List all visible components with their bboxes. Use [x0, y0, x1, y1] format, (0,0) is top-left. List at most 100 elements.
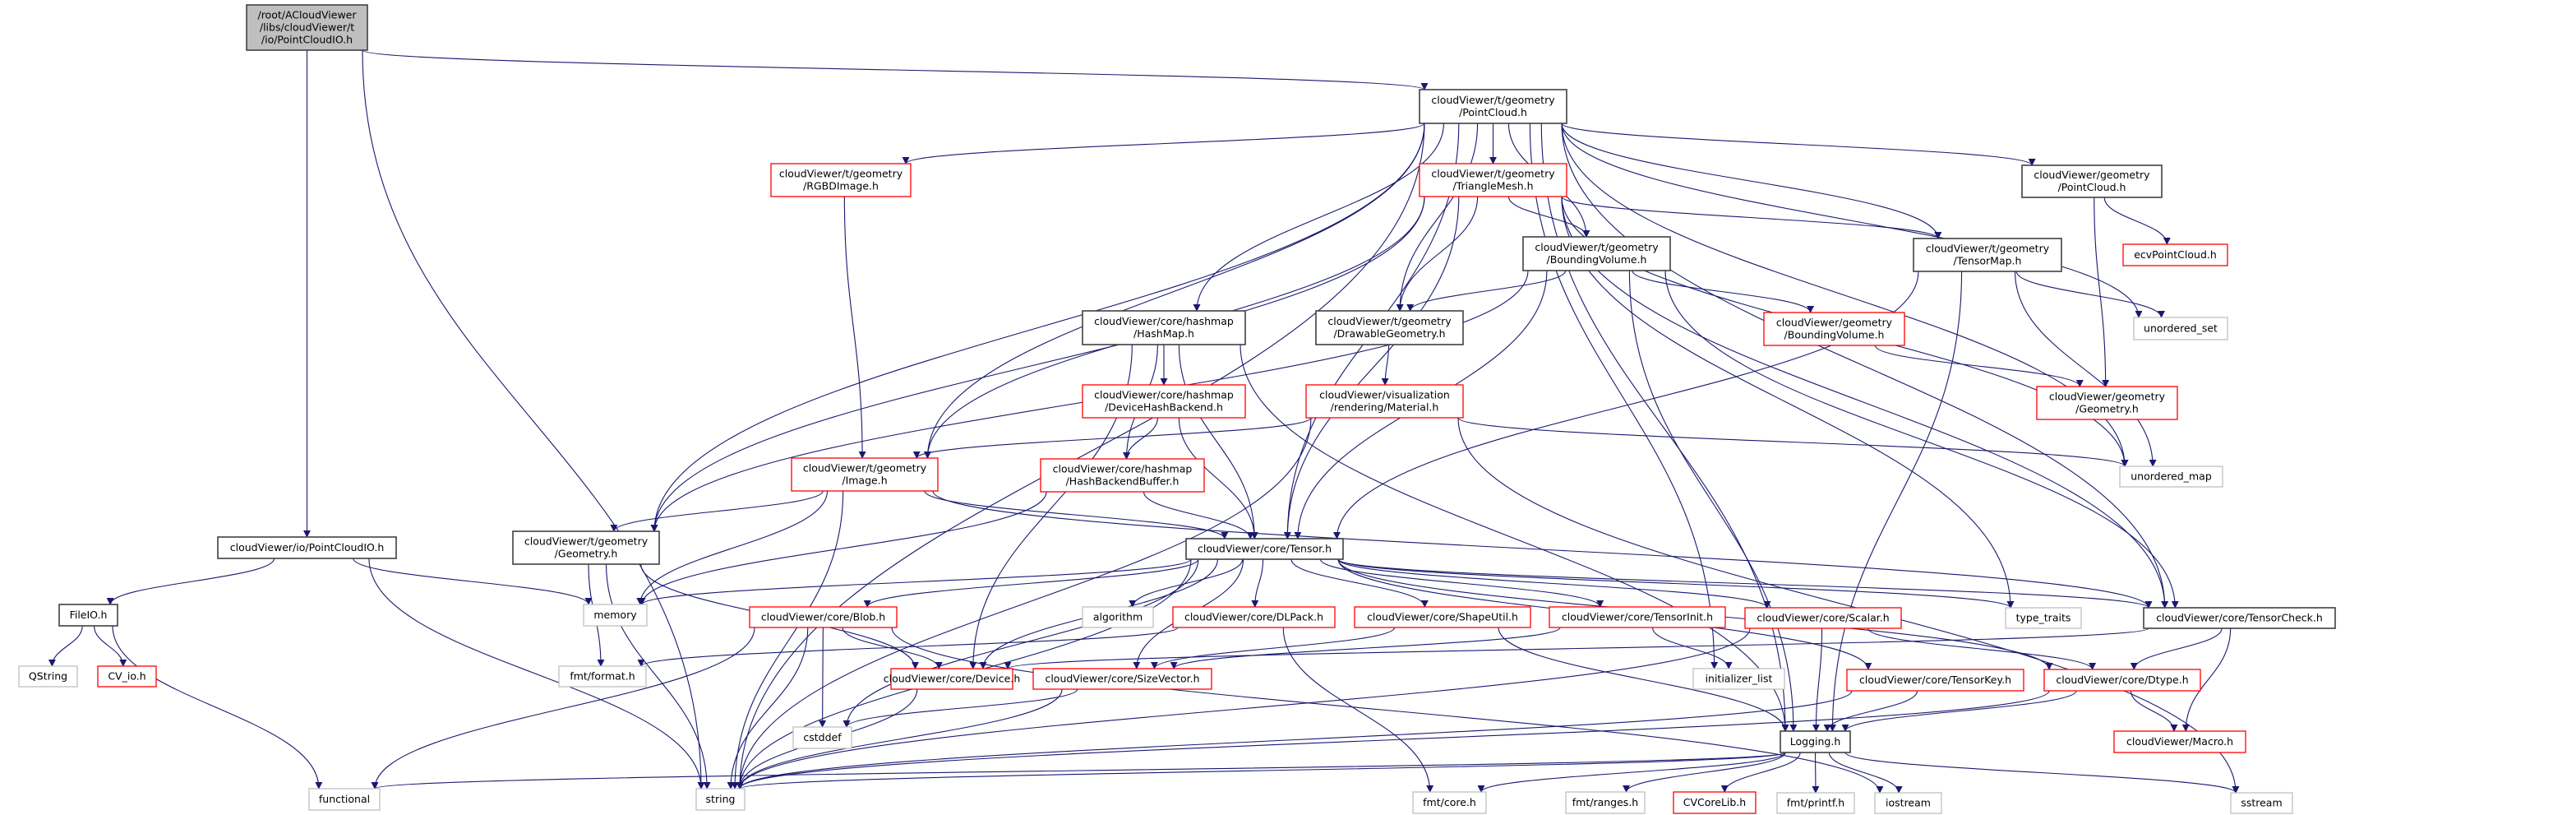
- edge-tPointCloud-to-tGeometry: [650, 123, 1425, 532]
- node-type_traits: type_traits: [2005, 607, 2082, 629]
- edge-Material-to-string: [736, 417, 1312, 790]
- node-TensorKey[interactable]: cloudViewer/core/TensorKey.h: [1846, 669, 2024, 692]
- node-box: [1565, 791, 1646, 814]
- node-CVCoreLib[interactable]: CVCoreLib.h: [1673, 791, 1757, 814]
- edge-HashMap-to-Logging: [1240, 344, 1789, 732]
- node-box: [1354, 606, 1531, 628]
- edge-tBoundingVolume-to-TensorCheck: [1664, 270, 2179, 609]
- node-box: [1522, 236, 1671, 271]
- node-label: /BoundingVolume.h: [1547, 253, 1647, 266]
- node-Logging[interactable]: Logging.h: [1780, 730, 1851, 753]
- edge-Blob-to-Device: [842, 627, 943, 669]
- edge-Tensor-to-TensorCheck: [1337, 558, 2153, 609]
- node-Scalar[interactable]: cloudViewer/core/Scalar.h: [1744, 607, 1902, 629]
- node-TensorInit[interactable]: cloudViewer/core/TensorInit.h: [1549, 606, 1726, 628]
- node-box: [583, 604, 648, 627]
- node-label: cloudViewer/core/Blob.h: [761, 611, 885, 623]
- node-label: cloudViewer/core/hashmap: [1094, 389, 1234, 401]
- node-memory: memory: [583, 604, 648, 627]
- node-fmt_printf: fmt/printf.h: [1776, 792, 1855, 814]
- edge-TriangleMesh-to-TensorMap: [1561, 196, 1942, 239]
- node-FileIO[interactable]: FileIO.h: [58, 604, 118, 627]
- node-HashBackendBuffer[interactable]: cloudViewer/core/hashmap/HashBackendBuff…: [1040, 458, 1205, 493]
- node-fmt_format: fmt/format.h: [558, 665, 647, 688]
- node-CV_io[interactable]: CV_io.h: [97, 665, 157, 688]
- edge-tPointCloud-to-string: [736, 123, 1425, 790]
- edge-Scalar-to-string: [736, 627, 1751, 790]
- node-tBoundingVolume[interactable]: cloudViewer/t/geometry/BoundingVolume.h: [1522, 236, 1671, 271]
- node-Macro[interactable]: cloudViewer/Macro.h: [2113, 730, 2246, 753]
- node-label: cloudViewer/core/hashmap: [1053, 463, 1193, 475]
- node-SizeVector[interactable]: cloudViewer/core/SizeVector.h: [1032, 668, 1212, 690]
- node-box: [1185, 538, 1344, 560]
- edge-ShapeUtil-to-SizeVector: [1151, 627, 1396, 669]
- node-Device[interactable]: cloudViewer/core/Device.h: [884, 668, 1021, 690]
- edge-TensorCheck-to-Device: [1004, 627, 2149, 669]
- node-label: /PointCloud.h: [1459, 106, 1527, 118]
- node-box: [792, 726, 852, 749]
- node-ecvPointCloud[interactable]: ecvPointCloud.h: [2122, 243, 2228, 266]
- node-box: [1172, 606, 1336, 628]
- node-label: cloudViewer/visualization: [1319, 389, 1450, 401]
- node-label: /DeviceHashBackend.h: [1105, 401, 1223, 414]
- node-label: fmt/core.h: [1423, 796, 1476, 808]
- edge-tBoundingVolume-to-Logging: [1628, 270, 1798, 732]
- edge-Logging-to-string: [736, 752, 1786, 790]
- node-gBoundingVolume[interactable]: cloudViewer/geometry/BoundingVolume.h: [1763, 312, 1905, 346]
- edge-tImage-to-memory: [636, 490, 829, 605]
- node-label: cloudViewer/t/geometry: [1926, 243, 2050, 255]
- node-box: [1874, 792, 1942, 814]
- node-label: /TriangleMesh.h: [1452, 180, 1533, 192]
- node-root[interactable]: /root/ACloudViewer/libs/cloudViewer/t/io…: [246, 4, 368, 51]
- node-label: algorithm: [1093, 611, 1143, 623]
- node-DrawableGeometry[interactable]: cloudViewer/t/geometry/DrawableGeometry.…: [1315, 310, 1464, 345]
- node-ioPointCloudIO[interactable]: cloudViewer/io/PointCloudIO.h: [217, 536, 397, 559]
- edge-ioPointCloudIO-to-FileIO: [106, 558, 275, 605]
- node-DLPack[interactable]: cloudViewer/core/DLPack.h: [1172, 606, 1336, 628]
- node-RGBDImage[interactable]: cloudViewer/t/geometry/RGBDImage.h: [770, 163, 912, 197]
- node-gGeometry[interactable]: cloudViewer/geometry/Geometry.h: [2036, 386, 2178, 420]
- edge-tImage-to-tGeometry: [610, 490, 824, 532]
- node-TensorMap[interactable]: cloudViewer/t/geometry/TensorMap.h: [1913, 238, 2062, 272]
- edge-Material-to-tImage: [912, 417, 1312, 459]
- node-label: fmt/printf.h: [1787, 797, 1844, 809]
- node-tGeometry[interactable]: cloudViewer/t/geometry/Geometry.h: [512, 530, 660, 565]
- edge-Blob-to-iostream: [891, 627, 1884, 794]
- node-label: functional: [319, 793, 370, 805]
- edge-RGBDImage-to-tImage: [843, 196, 866, 459]
- node-ShapeUtil[interactable]: cloudViewer/core/ShapeUtil.h: [1354, 606, 1531, 628]
- edge-DLPack-to-fmt_format: [637, 627, 1179, 667]
- node-gPointCloud[interactable]: cloudViewer/geometry/PointCloud.h: [2021, 164, 2163, 198]
- edge-SizeVector-to-cstddef: [843, 688, 1078, 728]
- edge-Logging-to-sstream: [1844, 752, 2240, 794]
- node-algorithm: algorithm: [1082, 606, 1154, 628]
- node-tImage[interactable]: cloudViewer/t/geometry/Image.h: [791, 457, 939, 492]
- edge-TensorMap-to-Logging: [1828, 271, 1963, 732]
- node-tPointCloud[interactable]: cloudViewer/t/geometry/PointCloud.h: [1419, 89, 1567, 124]
- node-HashMap[interactable]: cloudViewer/core/hashmap/HashMap.h: [1082, 310, 1246, 345]
- node-box: [512, 530, 660, 565]
- node-Dtype[interactable]: cloudViewer/core/Dtype.h: [2043, 669, 2201, 692]
- node-box: [890, 668, 1013, 690]
- node-TensorCheck[interactable]: cloudViewer/core/TensorCheck.h: [2143, 607, 2336, 629]
- node-box: [2119, 465, 2223, 488]
- edge-FileIO-to-QString: [48, 625, 83, 667]
- node-Blob[interactable]: cloudViewer/core/Blob.h: [749, 606, 898, 628]
- node-initializer_list: initializer_list: [1692, 668, 1785, 690]
- node-box: [1673, 791, 1757, 814]
- node-box: [1776, 792, 1855, 814]
- edge-tGeometry-to-string: [605, 563, 711, 790]
- node-box: [1419, 163, 1567, 197]
- node-label: cloudViewer/core/TensorKey.h: [1859, 674, 2011, 686]
- node-DeviceHashBackend[interactable]: cloudViewer/core/hashmap/DeviceHashBacke…: [1082, 384, 1246, 419]
- node-Tensor[interactable]: cloudViewer/core/Tensor.h: [1185, 538, 1344, 560]
- node-TriangleMesh[interactable]: cloudViewer/t/geometry/TriangleMesh.h: [1419, 163, 1567, 197]
- edge-root-to-string: [362, 49, 705, 790]
- node-label: /rendering/Material.h: [1331, 401, 1439, 414]
- node-label: cloudViewer/core/TensorCheck.h: [2156, 612, 2323, 624]
- node-label: memory: [593, 609, 637, 621]
- node-label: cloudViewer/t/geometry: [524, 535, 649, 548]
- node-unordered_set: unordered_set: [2133, 317, 2228, 340]
- node-Material[interactable]: cloudViewer/visualization/rendering/Mate…: [1305, 384, 1464, 419]
- edge-TensorInit-to-initializer_list: [1651, 627, 1733, 669]
